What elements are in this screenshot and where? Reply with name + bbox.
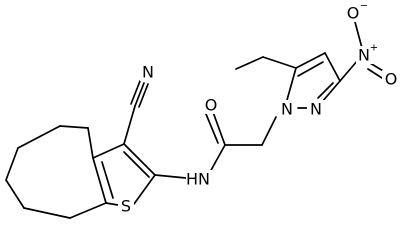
charge-nitro-o-top: − — [360, 1, 368, 12]
bond — [123, 151, 150, 178]
bond — [105, 202, 119, 206]
bond — [324, 52, 341, 82]
atom-nitro-n: N — [358, 46, 370, 65]
bond — [205, 113, 219, 144]
bond — [339, 59, 359, 82]
bond — [297, 61, 324, 77]
bond — [69, 202, 107, 219]
bond — [92, 157, 107, 204]
atom-pyrazole-n2: N — [310, 100, 322, 119]
bond — [286, 67, 297, 101]
atom-nitro-o-right: O — [385, 70, 398, 89]
atom-amide-n: N — [198, 170, 210, 189]
atom-nitro-o-top: O — [347, 4, 360, 23]
bond — [154, 174, 187, 179]
atom-labels: N O N H S N N N + O − O — [118, 1, 400, 216]
structure-drawing: N O N H S N N N + O − O — [5, 0, 400, 219]
bond — [321, 80, 341, 103]
atom-amide-h: H — [186, 170, 198, 189]
bond — [59, 125, 89, 129]
bond — [101, 161, 114, 199]
bond — [123, 143, 156, 176]
atom-cyano-n: N — [142, 63, 154, 82]
bond — [354, 21, 363, 49]
atom-carbonyl-o: O — [205, 96, 218, 115]
bonds — [5, 21, 386, 219]
bond — [92, 143, 125, 159]
bond — [367, 68, 383, 79]
bond — [130, 80, 141, 105]
bond — [134, 82, 145, 107]
bond — [212, 111, 226, 146]
bond — [317, 82, 334, 99]
atom-thiophene-s: S — [121, 197, 131, 216]
atom-pyrazole-n1: N — [281, 100, 293, 119]
bond — [262, 56, 297, 69]
bond — [138, 83, 149, 108]
bond — [261, 116, 277, 146]
bond — [295, 52, 326, 69]
bond — [209, 144, 226, 173]
charge-nitro-n: + — [370, 43, 378, 54]
bond — [123, 105, 136, 145]
bond — [5, 179, 25, 209]
bond — [87, 127, 94, 159]
bond — [5, 147, 19, 181]
bond — [23, 207, 71, 219]
bond — [17, 125, 61, 149]
bond — [133, 174, 156, 205]
bond — [235, 56, 264, 70]
molecule-diagram: N O N H S N N N + O − O — [5, 0, 400, 219]
